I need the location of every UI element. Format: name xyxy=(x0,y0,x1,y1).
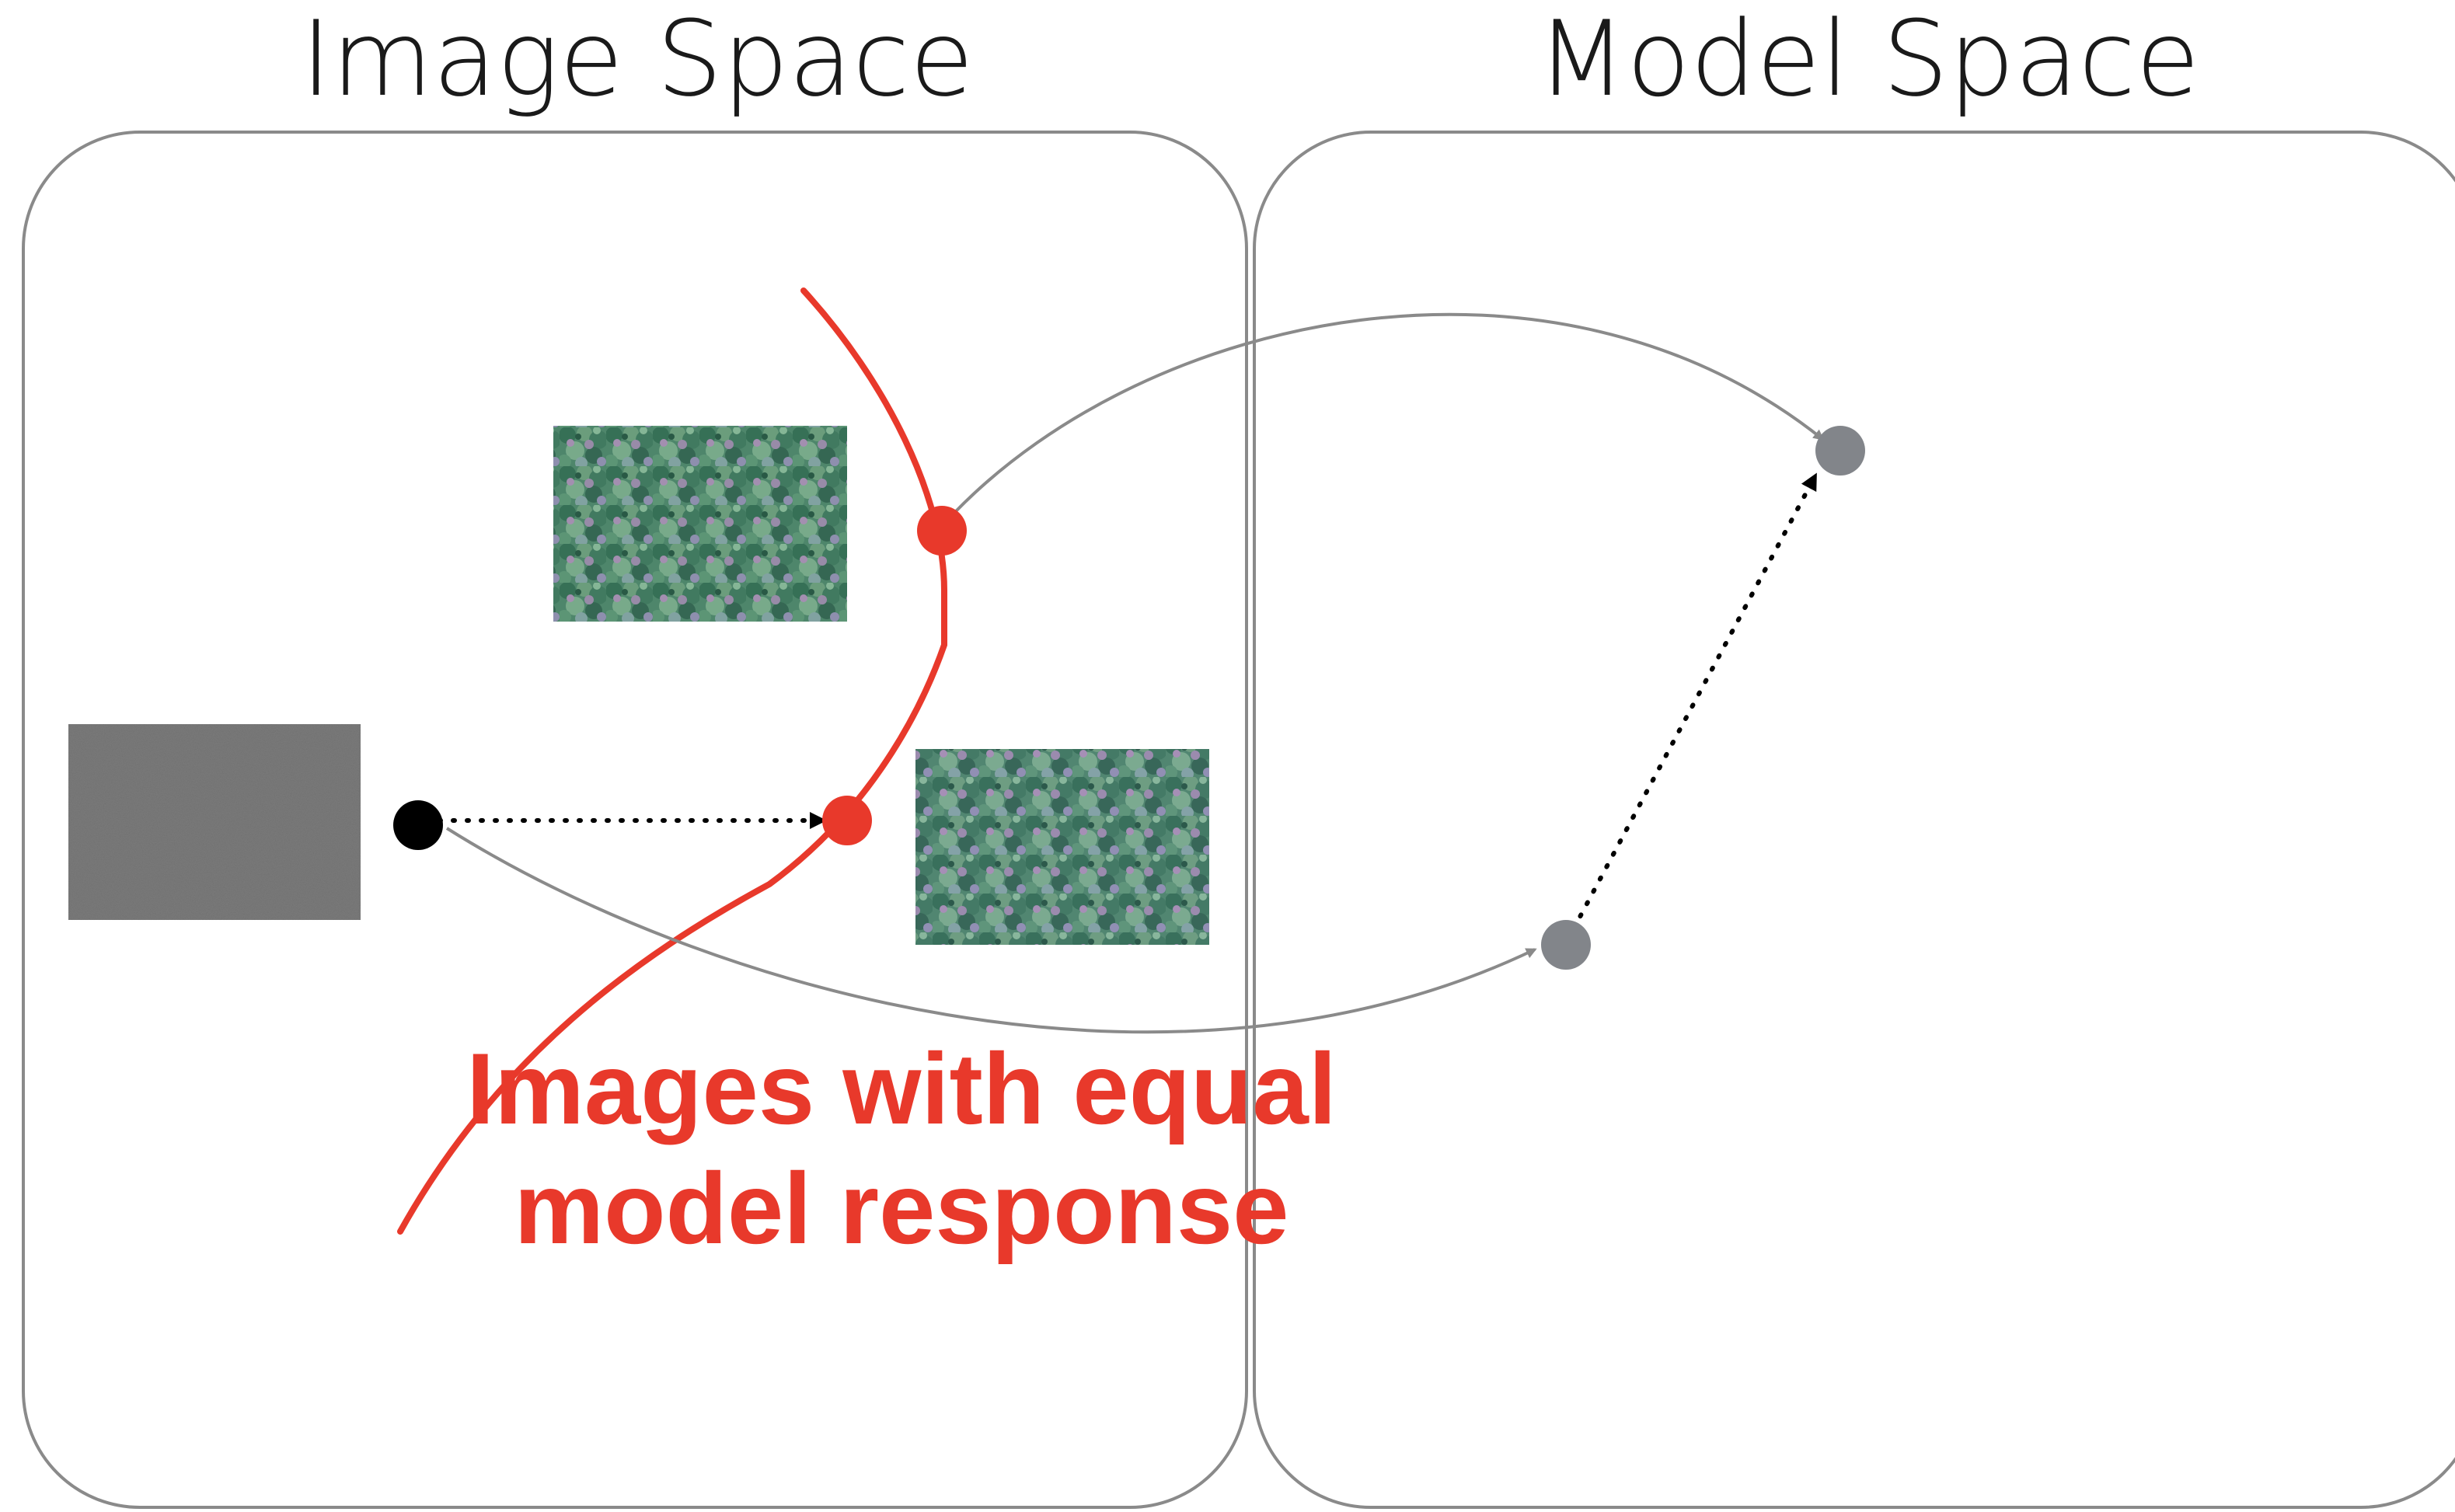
equal-response-label-line2: model response xyxy=(514,1151,1289,1265)
forest-image-icon xyxy=(553,426,847,622)
image-space-title: Image Space xyxy=(301,0,974,120)
mapping-arrow-bottom xyxy=(445,827,1537,1034)
equal-response-curve xyxy=(397,287,947,1235)
model-space-panel xyxy=(1253,131,2455,1509)
mapping-arrow-top xyxy=(953,312,1825,514)
equal-response-label-line1: Images with equal xyxy=(466,1032,1337,1145)
noise-image-icon xyxy=(68,724,361,920)
forest-image-icon xyxy=(915,749,1209,945)
red-point-top xyxy=(917,506,967,556)
red-point-bottom xyxy=(822,796,872,845)
model-point-top xyxy=(1815,426,1865,476)
model-space-title: Model Space xyxy=(1536,0,2199,120)
model-point-bottom xyxy=(1541,920,1591,970)
start-point xyxy=(393,800,443,850)
dotted-arrow-model-space xyxy=(1571,472,1818,931)
image-space-panel xyxy=(22,131,1248,1509)
